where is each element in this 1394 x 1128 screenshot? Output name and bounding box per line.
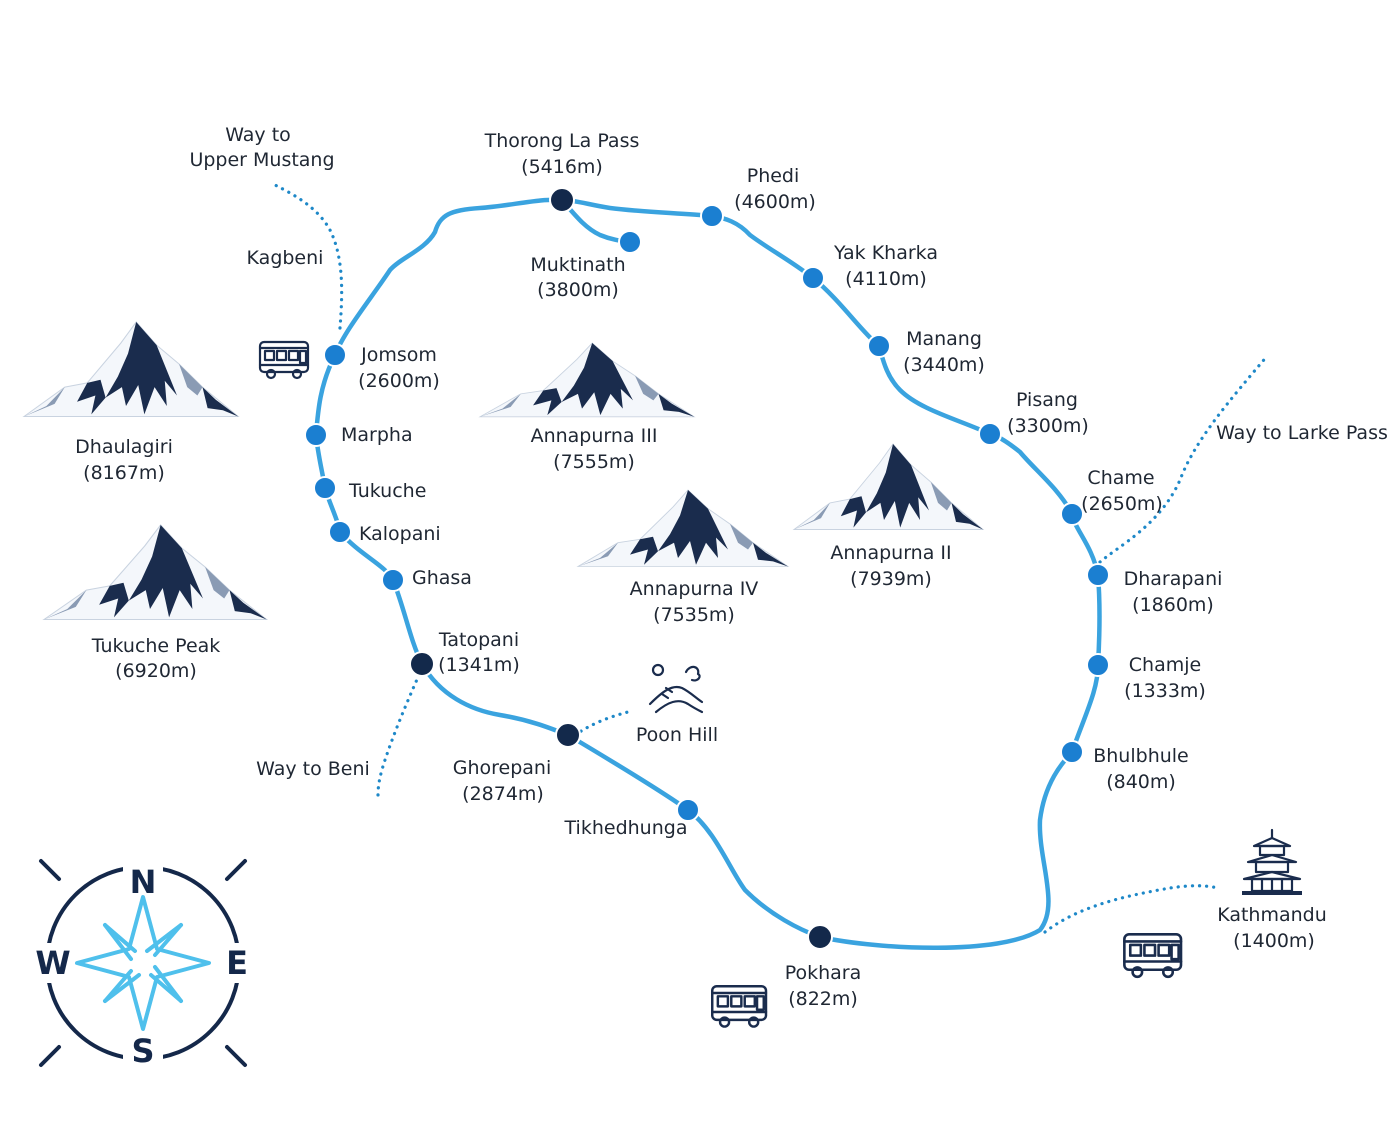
- alt-annapurna-2: (7939m): [850, 568, 932, 590]
- label-kalopani: Kalopani: [359, 523, 441, 545]
- upper-mustang-trail: [273, 183, 344, 330]
- label-manang: Manang: [906, 328, 982, 350]
- label-pokhara: Pokhara: [785, 962, 862, 984]
- label-yak-kharka: Yak Kharka: [833, 242, 938, 264]
- pagoda-icon: [1242, 828, 1302, 895]
- stop-dharapani[interactable]: [1086, 563, 1110, 587]
- alt-tukuche-peak: (6920m): [115, 660, 197, 682]
- beni-trail: [376, 666, 424, 797]
- stop-chamje[interactable]: [1086, 653, 1110, 677]
- label-kathmandu: Kathmandu: [1217, 904, 1327, 926]
- mountain-icon: [479, 342, 695, 418]
- alt-muktinath: (3800m): [537, 279, 619, 301]
- label-annapurna-2: Annapurna II: [830, 542, 951, 564]
- stop-marpha[interactable]: [304, 423, 328, 447]
- label-muktinath: Muktinath: [530, 254, 625, 276]
- stop-tukuche[interactable]: [313, 476, 337, 500]
- mountain-icon: [43, 524, 268, 621]
- compass-s: S: [131, 1032, 154, 1070]
- bus-icon: [711, 985, 768, 1028]
- stop-thorong-la[interactable]: [549, 187, 575, 213]
- stop-tatopani[interactable]: [409, 651, 435, 677]
- stop-pisang[interactable]: [978, 422, 1002, 446]
- mountain-icon: [577, 489, 789, 567]
- stop-jomsom[interactable]: [323, 343, 347, 367]
- label-tukuche-peak: Tukuche Peak: [91, 635, 221, 657]
- label-ghasa: Ghasa: [412, 567, 472, 589]
- stop-ghasa[interactable]: [381, 568, 405, 592]
- alt-pokhara: (822m): [788, 988, 858, 1010]
- alt-manang: (3440m): [903, 354, 985, 376]
- mountain-icon: [793, 443, 984, 530]
- alt-pisang: (3300m): [1007, 415, 1089, 437]
- label-pisang: Pisang: [1016, 389, 1078, 411]
- larke-pass-trail: [1098, 353, 1270, 564]
- alt-dharapani: (1860m): [1132, 594, 1214, 616]
- stop-muktinath[interactable]: [618, 230, 642, 254]
- alt-chamje: (1333m): [1124, 680, 1206, 702]
- alt-bhulbhule: (840m): [1106, 771, 1176, 793]
- stop-pokhara[interactable]: [807, 924, 833, 950]
- label-upper-mustang-1: Way to: [225, 124, 291, 146]
- mountain-icon: [23, 321, 239, 418]
- poon-hill-trail: [573, 710, 630, 737]
- stop-bhulbhule[interactable]: [1060, 740, 1084, 764]
- label-chamje: Chamje: [1129, 654, 1201, 676]
- label-larke-pass: Way to Larke Pass: [1216, 422, 1388, 444]
- bus-icon: [1123, 933, 1183, 979]
- stop-kalopani[interactable]: [328, 520, 352, 544]
- stop-phedi[interactable]: [700, 204, 724, 228]
- compass-n: N: [130, 863, 157, 901]
- label-ghorepani: Ghorepani: [453, 757, 552, 779]
- label-beni: Way to Beni: [256, 758, 370, 780]
- label-chame: Chame: [1087, 467, 1154, 489]
- kathmandu-road: [1043, 884, 1220, 934]
- label-tatopani: Tatopani: [438, 629, 519, 651]
- label-tukuche: Tukuche: [348, 480, 426, 502]
- alt-chame: (2650m): [1081, 493, 1163, 515]
- alt-dhaulagiri: (8167m): [83, 462, 165, 484]
- alt-annapurna-3: (7555m): [553, 451, 635, 473]
- label-thorong-la: Thorong La Pass: [484, 130, 640, 152]
- alt-phedi: (4600m): [734, 191, 816, 213]
- label-dhaulagiri: Dhaulagiri: [75, 436, 173, 458]
- stop-tikhedhunga[interactable]: [676, 798, 700, 822]
- label-phedi: Phedi: [747, 165, 800, 187]
- compass-e: E: [226, 944, 248, 982]
- alt-jomsom: (2600m): [358, 370, 440, 392]
- alt-kathmandu: (1400m): [1233, 930, 1315, 952]
- compass-w: W: [35, 944, 70, 982]
- stop-ghorepani[interactable]: [555, 722, 581, 748]
- stop-yak-kharka[interactable]: [801, 266, 825, 290]
- label-annapurna-4: Annapurna IV: [630, 578, 759, 600]
- bus-icon: [258, 340, 310, 380]
- alt-tatopani: (1341m): [438, 654, 520, 676]
- label-marpha: Marpha: [341, 424, 413, 446]
- label-poon-hill: Poon Hill: [636, 724, 718, 746]
- alt-thorong-la: (5416m): [521, 156, 603, 178]
- stop-manang[interactable]: [867, 334, 891, 358]
- viewpoint-icon: [648, 663, 704, 714]
- label-annapurna-3: Annapurna III: [531, 425, 658, 447]
- alt-ghorepani: (2874m): [462, 783, 544, 805]
- alt-annapurna-4: (7535m): [653, 604, 735, 626]
- label-dharapani: Dharapani: [1124, 568, 1223, 590]
- stop-chame[interactable]: [1060, 502, 1084, 526]
- alt-yak-kharka: (4110m): [845, 268, 927, 290]
- label-kagbeni: Kagbeni: [247, 247, 324, 269]
- label-bhulbhule: Bhulbhule: [1093, 745, 1189, 767]
- label-upper-mustang-2: Upper Mustang: [189, 149, 334, 171]
- compass-rose-icon: N S W E: [25, 845, 261, 1081]
- label-jomsom: Jomsom: [360, 344, 437, 366]
- label-tikhedhunga: Tikhedhunga: [564, 817, 688, 839]
